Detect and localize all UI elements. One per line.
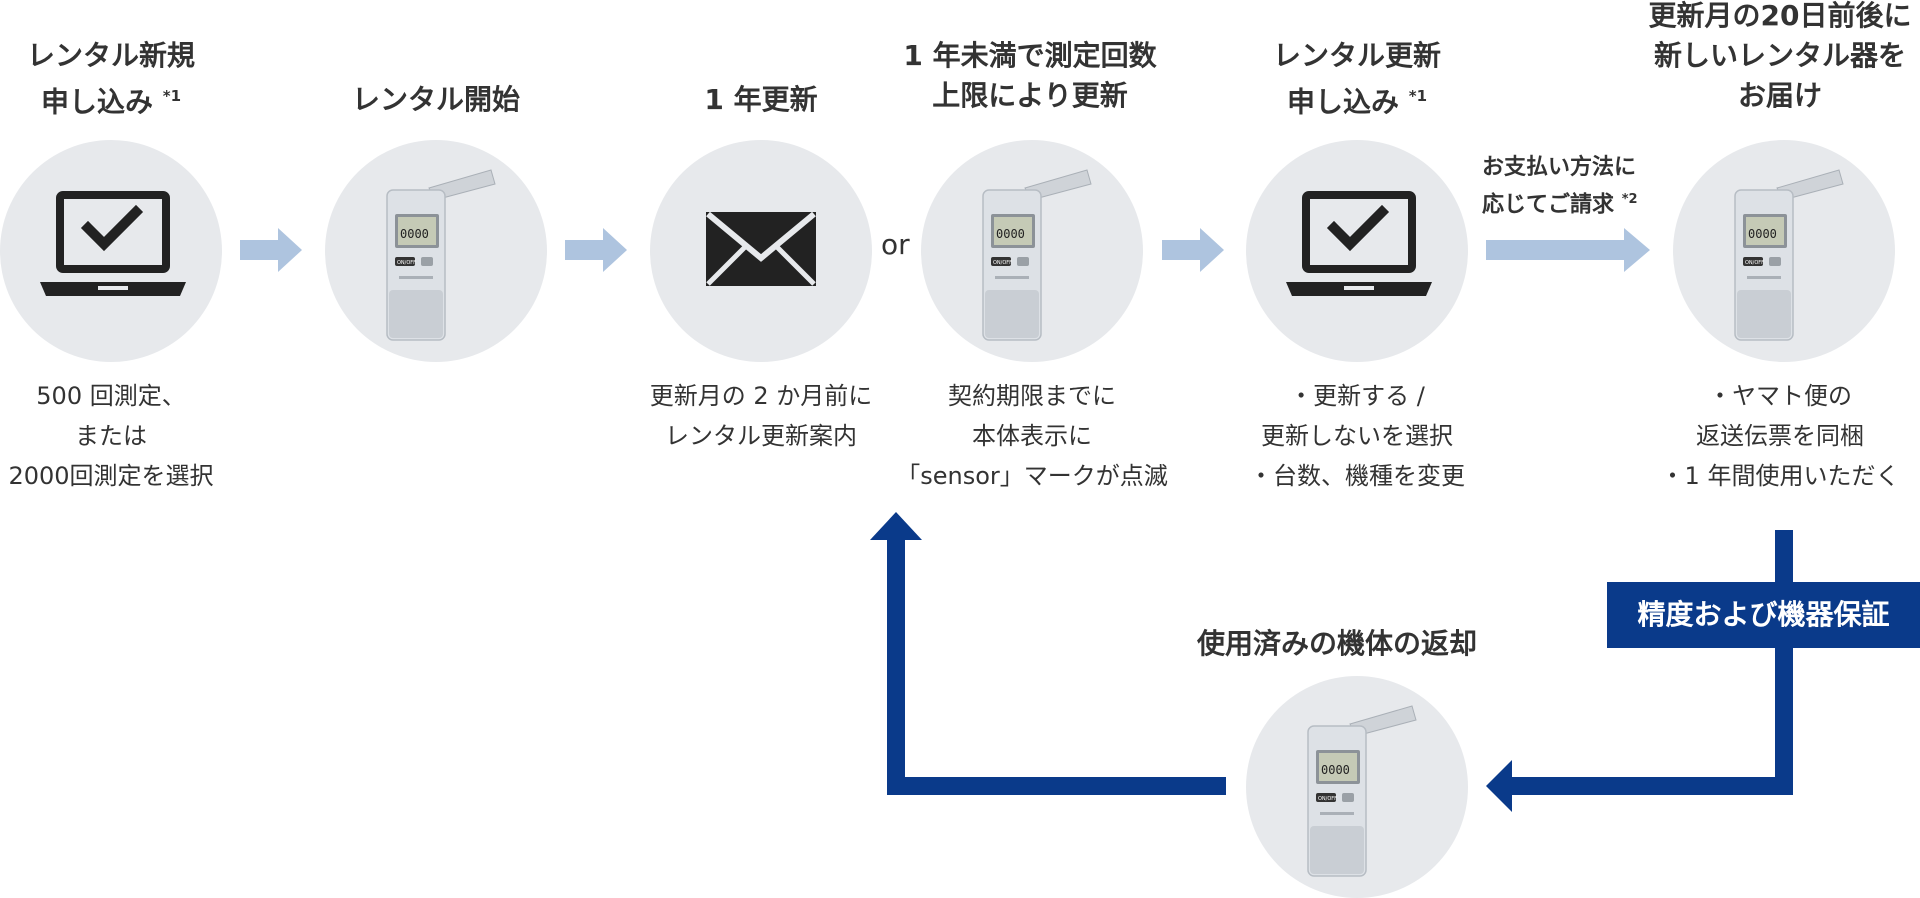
laptop-check-icon (1286, 191, 1432, 296)
return-title: 使用済みの機体の返却 (1196, 627, 1477, 660)
step5-desc-line3: ・台数、機種を変更 (1249, 462, 1465, 490)
flow-arrow-3 (1162, 228, 1224, 272)
step1-title-line2: 申し込み (40, 85, 153, 119)
step6-desc-line1: ・ヤマト便の (1708, 382, 1852, 410)
device-screen-reading: 0000 (400, 227, 429, 241)
step5-title-line1: レンタル更新 (1272, 39, 1441, 72)
device-power-button-label: ON/OFF (993, 260, 1012, 266)
device-power-button-label: ON/OFF (1318, 796, 1337, 802)
step4-title-line1: 1 年未満で測定回数 (903, 39, 1157, 72)
step5-footnote-mark: *1 (1408, 87, 1428, 105)
return-arrow-line (1510, 530, 1793, 795)
device-power-button-label: ON/OFF (397, 260, 416, 266)
step3-title-line1: 1 年更新 (704, 83, 818, 116)
flow-arrow-2 (565, 228, 627, 272)
step3-circle (650, 140, 872, 362)
step1-title-line1: レンタル新規 (26, 39, 195, 72)
payment-line2: 応じてご請求 (1482, 192, 1615, 218)
step1-description: 500 回測定、 または 2000回測定を選択 (0, 376, 222, 496)
step6-description: ・ヤマト便の 返送伝票を同梱 ・1 年間使用いただく (1640, 376, 1920, 496)
payment-note: お支払い方法に 応じてご請求 *2 (1482, 152, 1638, 221)
step2-title: レンタル開始 (325, 80, 547, 120)
device-screen-reading: 0000 (996, 227, 1025, 241)
step5-title: レンタル更新 申し込み *1 (1246, 36, 1468, 122)
device-screen-reading: 0000 (1321, 763, 1350, 777)
step3-desc-line2: レンタル更新案内 (665, 422, 857, 450)
step5-description: ・更新する / 更新しないを選択 ・台数、機種を変更 (1216, 376, 1498, 496)
step4-description: 契約期限までに 本体表示に 「sensor」マークが点滅 (880, 376, 1184, 496)
reuse-arrow-head (870, 512, 922, 540)
flow-arrow-4 (1486, 228, 1650, 272)
device-screen-reading: 0000 (1748, 227, 1777, 241)
payment-line1: お支払い方法に (1482, 155, 1637, 180)
step3-description: 更新月の 2 か月前に レンタル更新案内 (620, 376, 902, 456)
flow-arrow-1 (240, 228, 302, 272)
return-arrow-head (1486, 760, 1512, 812)
step6-title-line3: お届け (1737, 79, 1822, 112)
step6-title-line2: 新しいレンタル器を (1653, 39, 1906, 72)
step4-title: 1 年未満で測定回数 上限により更新 (880, 36, 1180, 116)
step5-desc-line1: ・更新する / (1289, 382, 1425, 410)
envelope-icon (706, 211, 816, 286)
step5-title-line2: 申し込み (1286, 85, 1399, 119)
step6-title-line1: 更新月の20日前後に (1648, 0, 1912, 32)
step1-title: レンタル新規 申し込み *1 (0, 36, 222, 122)
step4-title-line2: 上限により更新 (932, 79, 1128, 112)
step4-desc-line2: 本体表示に (972, 422, 1092, 450)
step6-title: 更新月の20日前後に 新しいレンタル器を お届け (1640, 0, 1920, 116)
step6-desc-line3: ・1 年間使用いただく (1660, 462, 1900, 490)
or-label: or (881, 228, 910, 261)
step6-desc-line2: 返送伝票を同梱 (1696, 422, 1864, 450)
laptop-check-icon (40, 191, 186, 296)
step2-title-line1: レンタル開始 (351, 83, 520, 116)
step1-circle (0, 140, 222, 362)
step5-circle (1246, 140, 1468, 362)
step4-desc-line3: 「sensor」マークが点滅 (896, 462, 1168, 490)
reuse-arrow-line (887, 538, 1226, 795)
step1-desc-line3: 2000回測定を選択 (8, 462, 214, 490)
step1-desc-line2: または (75, 422, 147, 450)
device-power-button-label: ON/OFF (1745, 260, 1764, 266)
step3-desc-line1: 更新月の 2 か月前に (649, 382, 873, 410)
step1-desc-line1: 500 回測定、 (36, 382, 186, 410)
step4-desc-line1: 契約期限までに (948, 382, 1116, 410)
step1-footnote-mark: *1 (162, 87, 182, 105)
step3-title: 1 年更新 (650, 80, 872, 120)
payment-footnote-mark: *2 (1621, 192, 1638, 207)
step5-desc-line2: 更新しないを選択 (1261, 422, 1453, 450)
guarantee-badge: 精度および機器保証 (1607, 582, 1920, 648)
